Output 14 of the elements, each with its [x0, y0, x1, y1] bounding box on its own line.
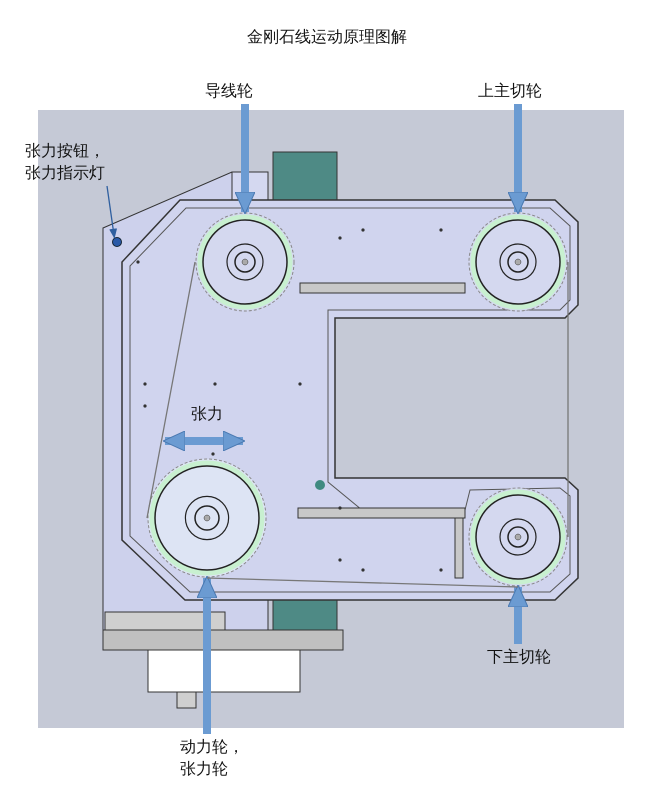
wire	[206, 577, 518, 588]
arrow	[508, 104, 528, 214]
arrow	[196, 576, 218, 734]
callout-label: 动力轮，张力轮	[180, 736, 245, 780]
wire	[146, 262, 196, 518]
leader-line	[106, 186, 118, 239]
callout-label: 下主切轮	[487, 646, 551, 668]
callout-label: 上主切轮	[478, 80, 542, 102]
force-label: 张力	[191, 403, 223, 425]
arrow	[234, 104, 256, 214]
title: 金刚石线运动原理图解	[247, 27, 407, 46]
arrow	[508, 584, 528, 644]
callout-label: 导线轮	[205, 80, 253, 102]
callout-label: 张力按钮，张力指示灯	[25, 140, 106, 184]
